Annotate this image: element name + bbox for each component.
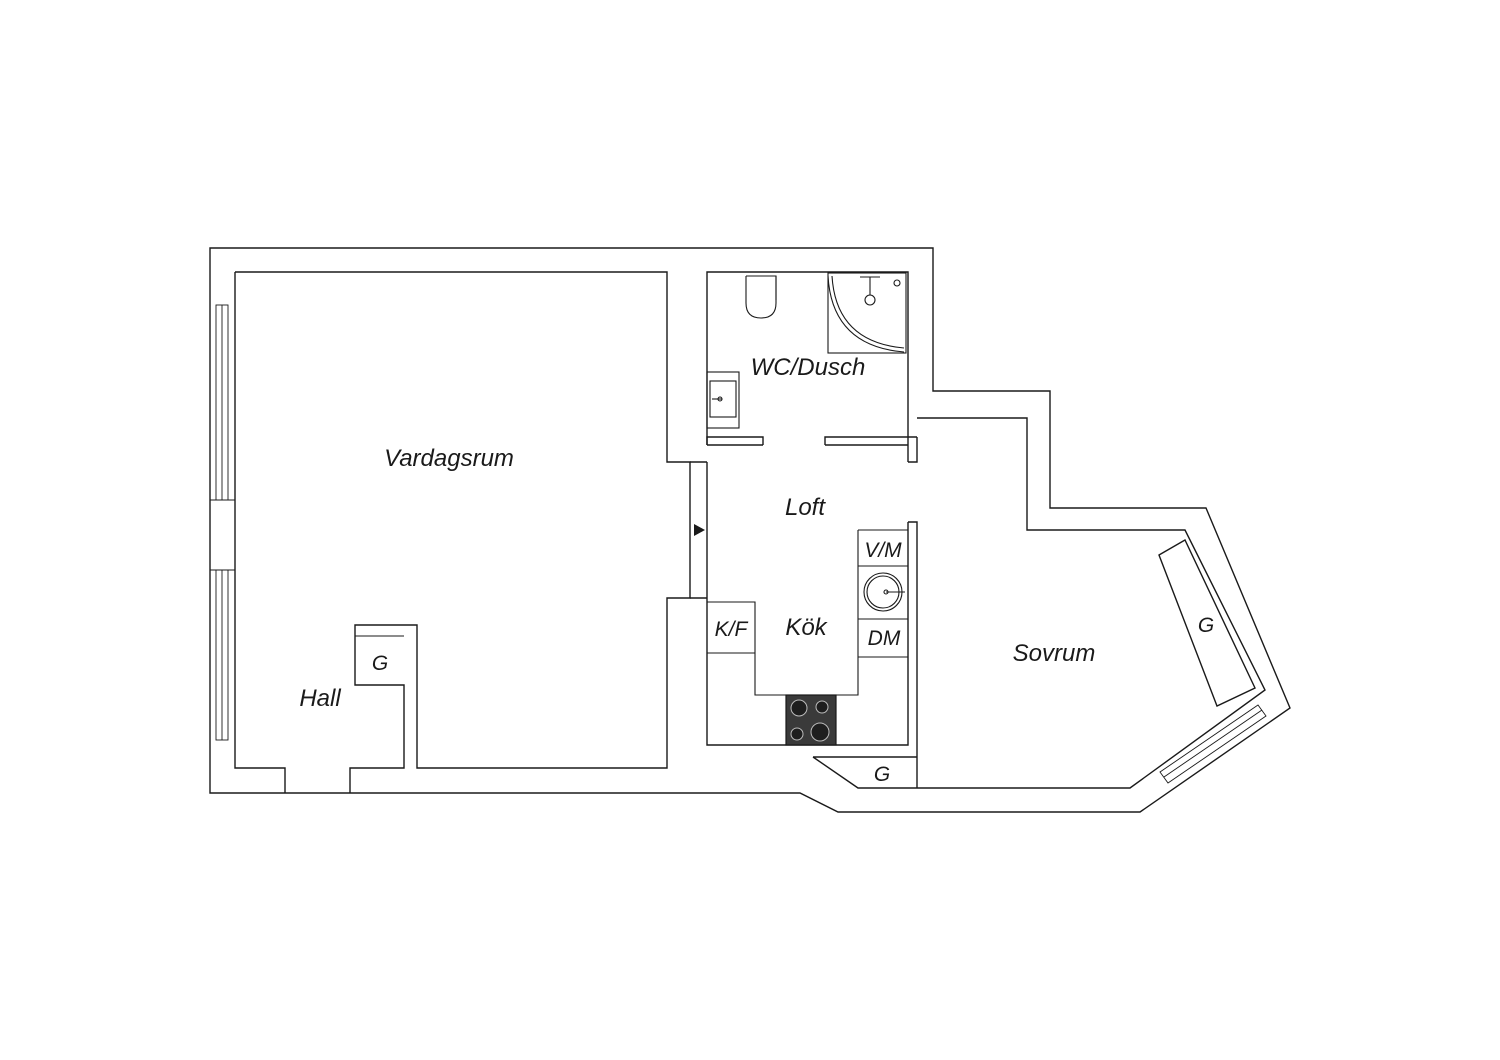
room-label-wc-dusch: WC/Dusch: [751, 354, 866, 381]
room-label-sovrum: Sovrum: [1013, 640, 1096, 667]
stove-icon: [785, 694, 837, 746]
room-label-hall: Hall: [299, 685, 341, 712]
loft-wall-segment: [908, 437, 918, 463]
wardrobe-hall-label: G: [372, 652, 388, 675]
room-label-loft: Loft: [785, 494, 826, 521]
wardrobe-bedroom: [1158, 539, 1256, 707]
dishwasher-label: DM: [868, 627, 901, 650]
room-label-kok: Kök: [785, 614, 828, 641]
bedroom-wall: [917, 417, 1266, 789]
washing-machine-label: V/M: [864, 539, 902, 562]
bathroom-sink-icon: [706, 371, 740, 429]
wardrobe-sovrum-label: G: [1198, 614, 1214, 637]
outer-wall: [209, 247, 1291, 813]
bathroom-wall: [706, 271, 909, 462]
wardrobe-kitchen: [812, 756, 917, 789]
window-bedroom: [1159, 704, 1267, 784]
hall-entrance-wall: [234, 272, 286, 793]
living-room-wall: [235, 271, 691, 793]
toilet-icon: [745, 275, 777, 319]
window-left-lower: [215, 569, 229, 741]
bathroom-door-frame: [706, 436, 764, 445]
kitchen-sink-icon: [863, 572, 905, 612]
bathroom-door-frame: [824, 436, 917, 445]
shower-icon: [827, 272, 907, 354]
fridge-freezer-label: K/F: [715, 618, 749, 641]
entrance-arrow-icon: [694, 524, 705, 536]
kitchen-counter-right: [707, 529, 908, 696]
kitchen-bedroom-wall: [908, 521, 918, 788]
room-label-vardagsrum: Vardagsrum: [384, 445, 514, 472]
wardrobe-kok-label: G: [874, 763, 890, 786]
window-left-upper: [215, 304, 229, 501]
